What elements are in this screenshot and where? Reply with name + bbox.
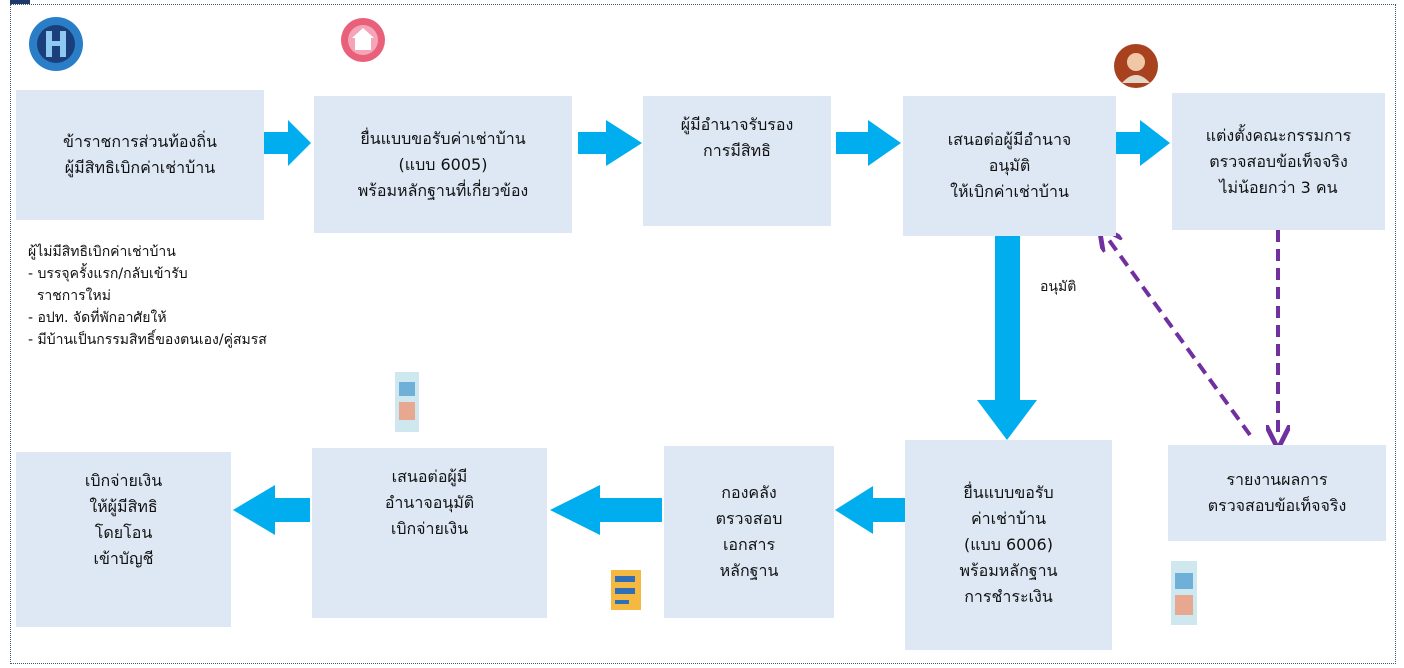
arrow-right-3 (836, 120, 901, 166)
ineligible-note: ผู้ไม่มีสิทธิเบิกค่าเช่าบ้าน - บรรจุครั้… (28, 241, 267, 351)
box-report: รายงานผลการ ตรวจสอบข้อเท็จจริง (1168, 445, 1386, 541)
box-text-line: อนุมัติ (988, 156, 1031, 175)
official-portrait-icon (1114, 44, 1158, 88)
box-treasury: กองคลัง ตรวจสอบ เอกสาร หลักฐาน (664, 446, 834, 618)
box-certify: ผู้มีอำนาจรับรอง การมีสิทธิ (643, 96, 831, 226)
box-submit-6005: ยื่นแบบขอรับค่าเช่าบ้าน (แบบ 6005) พร้อม… (314, 96, 572, 233)
box-committee: แต่งตั้งคณะกรรมการ ตรวจสอบข้อเท็จจริง ไม… (1172, 93, 1385, 230)
box-text-line: ยื่นแบบขอรับ (963, 483, 1054, 502)
arrow-right-1 (263, 120, 311, 166)
box-text-line: ค่าเช่าบ้าน (970, 509, 1047, 528)
box-text-line: พร้อมหลักฐานที่เกี่ยวข้อง (357, 180, 529, 200)
box-text-line: ตรวจสอบ (715, 509, 783, 528)
box-text-line: ตรวจสอบข้อเท็จจริง (1209, 151, 1348, 171)
box-submit-6006: ยื่นแบบขอรับ ค่าเช่าบ้าน (แบบ 6006) พร้อ… (905, 440, 1112, 650)
box-propose-payment: เสนอต่อผู้มี อำนาจอนุมัติ เบิกจ่ายเงิน (312, 448, 547, 618)
box-text-line: เสนอต่อผู้มีอำนาจ (947, 130, 1072, 149)
government-seal-icon (29, 17, 83, 71)
dashed-arrow-up (1106, 236, 1252, 437)
box-text-line: ข้าราชการส่วนท้องถิ่น (63, 132, 217, 151)
box-text-line: ยื่นแบบขอรับค่าเช่าบ้าน (360, 128, 526, 148)
corner-tab (10, 0, 30, 4)
arrow-left-3 (233, 485, 310, 535)
note-line: - บรรจุครั้งแรก/กลับเข้ารับ (28, 266, 188, 282)
box-text-line: อำนาจอนุมัติ (384, 493, 475, 512)
note-line: - อปท. จัดที่พักอาศัยให้ (28, 310, 167, 326)
box-text-line: ผู้มีสิทธิเบิกค่าเช่าบ้าน (64, 158, 216, 177)
arrow-right-2 (578, 120, 642, 166)
box-text-line: เบิกจ่ายเงิน (84, 471, 163, 490)
box-text-line: ผู้มีอำนาจรับรอง (680, 115, 794, 134)
box-pay: เบิกจ่ายเงิน ให้ผู้มีสิทธิ โดยโอน เข้าบั… (16, 452, 231, 627)
arrow-left-2 (550, 485, 662, 535)
box-text-line: ตรวจสอบข้อเท็จจริง (1207, 496, 1347, 515)
box-text-line: (แบบ 6006) (964, 535, 1053, 554)
box-text-line: รายงานผลการ (1226, 470, 1328, 489)
document-icon (1171, 561, 1197, 625)
box-text-line: (แบบ 6005) (398, 154, 488, 174)
arrow-right-4 (1116, 120, 1170, 166)
document-icon (395, 372, 419, 432)
box-text-line: กองคลัง (721, 483, 777, 502)
box-propose-approval: เสนอต่อผู้มีอำนาจ อนุมัติ ให้เบิกค่าเช่า… (903, 96, 1116, 236)
box-text-line: พร้อมหลักฐาน (959, 561, 1058, 580)
box-text-line: ไม่น้อยกว่า 3 คน (1219, 177, 1338, 197)
document-icon (611, 570, 641, 610)
box-text-line: เสนอต่อผู้มี (391, 467, 468, 486)
arrow-down (977, 236, 1037, 440)
box-text-line: ให้เบิกค่าเช่าบ้าน (950, 182, 1069, 201)
box-text-line: โดยโอน (94, 523, 153, 542)
box-text-line: การชำระเงิน (964, 587, 1053, 606)
note-line: - มีบ้านเป็นกรรมสิทธิ์ของตนเอง/คู่สมรส (28, 332, 267, 348)
box-text-line: เข้าบัญชี (93, 549, 154, 568)
box-text-line: หลักฐาน (719, 561, 779, 580)
diagram-frame (10, 4, 1396, 664)
approve-label: อนุมัติ (1040, 279, 1077, 295)
note-line: ราชการใหม่ (28, 288, 111, 304)
box-text-line: เอกสาร (722, 535, 776, 554)
arrow-left-1 (835, 486, 905, 534)
box-text-line: แต่งตั้งคณะกรรมการ (1205, 125, 1352, 145)
box-text-line: เบิกจ่ายเงิน (390, 519, 469, 538)
box-local-official: ข้าราชการส่วนท้องถิ่น ผู้มีสิทธิเบิกค่าเ… (16, 90, 264, 220)
box-text-line: ให้ผู้มีสิทธิ (89, 497, 158, 516)
box-text-line: การมีสิทธิ (703, 141, 771, 160)
house-icon (341, 18, 385, 62)
note-line: ผู้ไม่มีสิทธิเบิกค่าเช่าบ้าน (28, 244, 176, 260)
